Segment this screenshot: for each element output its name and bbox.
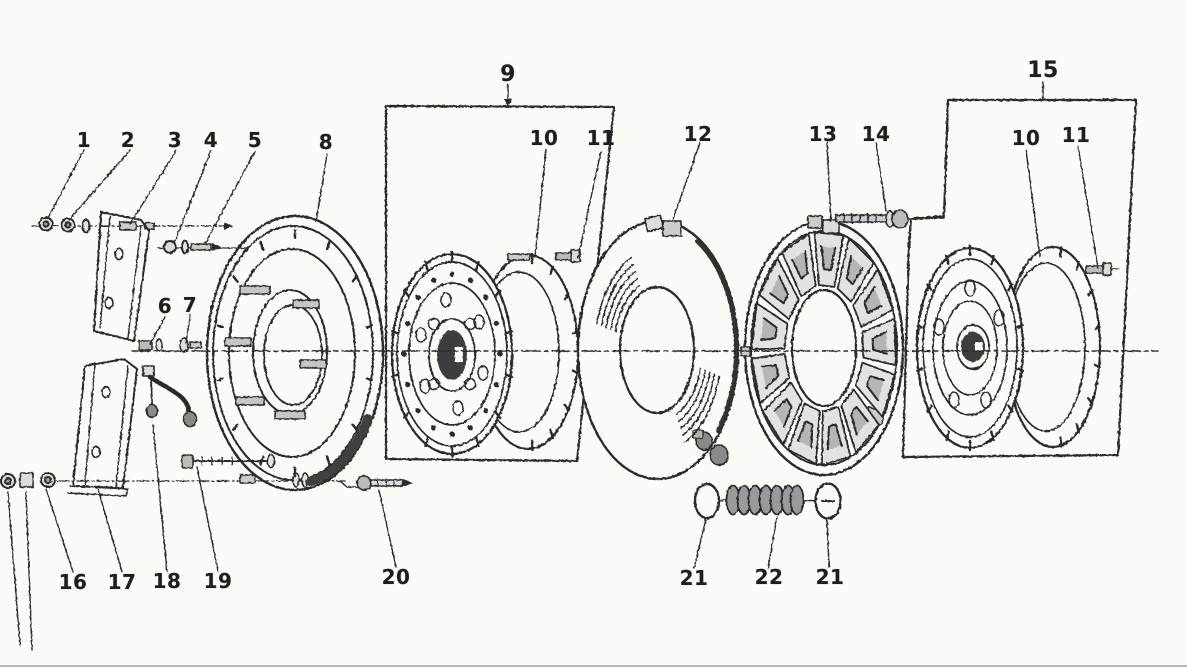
upper-bracket [93,211,150,342]
callout-14: 14 [861,122,891,146]
callout-13: 13 [808,122,838,146]
bolt-14 [835,209,945,229]
callout-20: 20 [381,565,411,589]
release-lever [142,365,198,428]
group-box-15 [901,98,1138,459]
callout-1: 1 [76,128,92,152]
driven-disc-front [390,252,531,456]
fastener-row-bottom [0,472,413,491]
bolt-19 [181,453,276,469]
callout-6: 6 [157,294,173,318]
callout-11-left: 11 [586,126,616,150]
scan-edge [0,665,1187,667]
lower-bracket [67,358,138,497]
callout-7: 7 [182,293,198,317]
callout-9: 9 [500,62,516,87]
spare-disc-front [915,246,1025,450]
leader-lines [7,81,1099,651]
callout-18: 18 [152,569,182,593]
callout-4: 4 [203,128,219,152]
pivot-bolts [138,337,202,353]
callout-11-right: 11 [1061,123,1091,147]
callout-15: 15 [1027,58,1059,83]
callout-19: 19 [203,569,233,593]
callout-21-left: 21 [679,566,709,590]
spare-disc-bolt-11-right [1085,262,1120,276]
fastener-row-top [31,216,247,255]
callout-16: 16 [58,570,88,594]
callout-10-right: 10 [1011,126,1041,150]
callout-5: 5 [247,128,263,152]
group-box-9 [384,104,616,463]
callout-12: 12 [683,122,713,146]
callout-21-right: 21 [815,565,845,589]
callout-3: 3 [167,128,183,152]
spring-assembly [693,482,842,520]
hub-studs [224,285,327,420]
disc-bolt-11-left [555,249,581,263]
callout-10-left: 10 [529,126,559,150]
callout-2: 2 [120,128,136,152]
callout-17: 17 [107,570,137,594]
callout-22: 22 [754,565,784,589]
generated-detailing [216,228,1101,487]
callout-8: 8 [318,130,334,154]
clutch-cover [576,214,740,481]
